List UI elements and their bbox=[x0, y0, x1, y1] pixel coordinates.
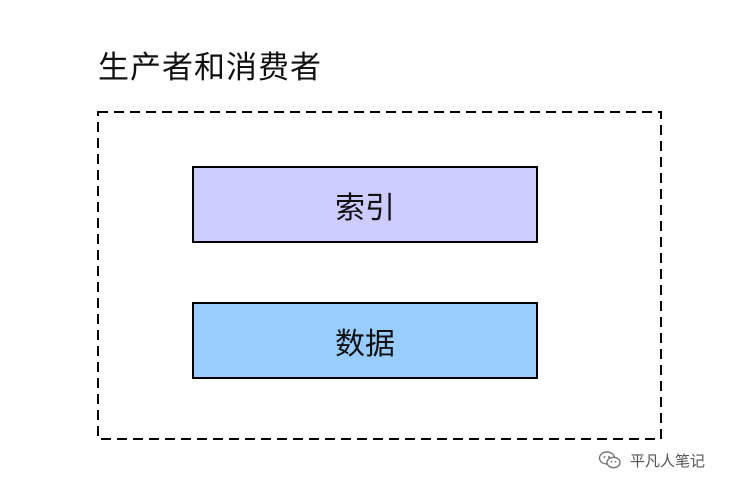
wechat-icon bbox=[598, 451, 621, 469]
producer-consumer-boundary bbox=[97, 111, 662, 440]
watermark: 平凡人笔记 bbox=[598, 448, 705, 472]
watermark-text: 平凡人笔记 bbox=[630, 451, 706, 470]
diagram-title: 生产者和消费者 bbox=[98, 50, 322, 86]
index-block: 索引 bbox=[192, 166, 538, 243]
data-block: 数据 bbox=[192, 302, 538, 379]
index-block-label: 索引 bbox=[335, 190, 395, 226]
data-block-label: 数据 bbox=[335, 326, 395, 362]
